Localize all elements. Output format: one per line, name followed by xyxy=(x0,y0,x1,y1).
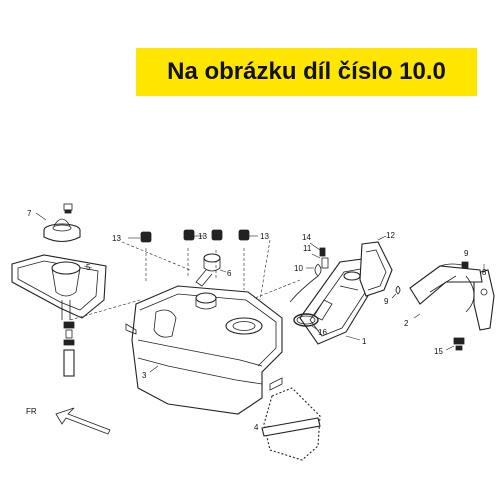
callout-10: 10 xyxy=(294,264,303,273)
bolt-13-b xyxy=(183,229,223,241)
part-number-banner: Na obrázku díl číslo 10.0 xyxy=(136,48,477,96)
fuel-hose-part-2 xyxy=(409,263,483,313)
tank-cover-part-5 xyxy=(11,254,107,320)
hose-clamp-part-10 xyxy=(289,263,322,303)
callout-13-right: 13 xyxy=(260,232,269,241)
callout-16: 16 xyxy=(318,328,327,337)
callout-9-lower: 9 xyxy=(384,297,389,306)
bolt-13-a xyxy=(140,231,152,243)
bracket-part-8 xyxy=(473,269,495,331)
callout-14: 14 xyxy=(302,233,311,242)
bolt-13-c xyxy=(238,229,250,241)
hose-clamp-part-9-lower xyxy=(395,285,401,295)
callout-1: 1 xyxy=(362,337,367,346)
direction-label: FR xyxy=(26,407,37,416)
callout-2: 2 xyxy=(404,319,409,328)
callout-15: 15 xyxy=(434,347,443,356)
grommet-stack xyxy=(63,321,75,377)
callout-11: 11 xyxy=(303,244,312,253)
callout-3: 3 xyxy=(142,371,147,380)
callout-5: 5 xyxy=(86,263,91,272)
level-sensor-part-12 xyxy=(359,241,393,297)
vent-valve-part-14 xyxy=(319,247,329,269)
front-direction-arrow: FR xyxy=(26,407,111,435)
fuel-hose-part-6 xyxy=(195,253,221,287)
o-ring-part-16 xyxy=(293,313,319,327)
heat-shield-part-4 xyxy=(261,387,321,461)
callout-4: 4 xyxy=(254,423,259,432)
callout-12: 12 xyxy=(386,231,395,240)
callout-7: 7 xyxy=(27,209,32,218)
callout-13-center: 13 xyxy=(198,232,207,241)
fuel-tank-part-3 xyxy=(125,285,283,415)
banner-text: Na obrázku díl číslo 10.0 xyxy=(167,58,446,85)
callout-13-left: 13 xyxy=(112,234,121,243)
fuel-cap-part-7 xyxy=(43,203,81,243)
bolt-part-15 xyxy=(453,337,465,351)
callout-6: 6 xyxy=(227,269,232,278)
callout-9-upper: 9 xyxy=(464,249,469,258)
callout-8: 8 xyxy=(482,268,487,277)
